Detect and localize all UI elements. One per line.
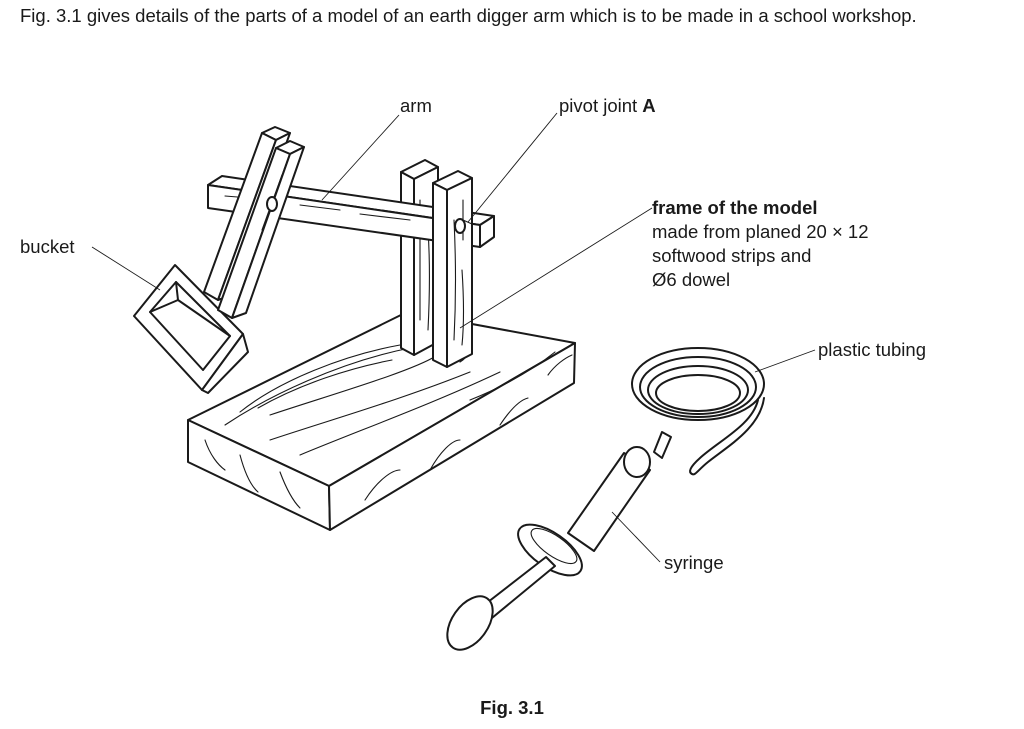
bucket [133, 264, 249, 394]
frame-label-block: frame of the model made from planed 20 ×… [652, 196, 869, 292]
frame-line-1: made from planed 20 × 12 [652, 221, 869, 242]
arm-label: arm [400, 95, 432, 116]
base-board [187, 311, 576, 531]
bucket-link-strips [203, 126, 305, 319]
plastic-tubing-label: plastic tubing [818, 339, 926, 360]
leader-lines [91, 112, 816, 563]
frame-title: frame of the model [652, 197, 818, 218]
pivot-joint-text: pivot joint [559, 95, 643, 116]
plastic-tubing [631, 347, 765, 476]
pivot-joint-letter: A [642, 95, 656, 116]
syringe [446, 431, 672, 651]
frame-line-3: Ø6 dowel [652, 269, 731, 290]
frame-upright-front [432, 170, 473, 368]
bucket-label: bucket [20, 236, 75, 257]
intro-paragraph: Fig. 3.1 gives details of the parts of a… [20, 5, 917, 26]
syringe-label: syringe [664, 552, 724, 573]
frame-line-2: softwood strips and [652, 245, 812, 266]
pivot-joint-label: pivot joint A [559, 95, 656, 117]
figure-caption: Fig. 3.1 [480, 697, 544, 718]
